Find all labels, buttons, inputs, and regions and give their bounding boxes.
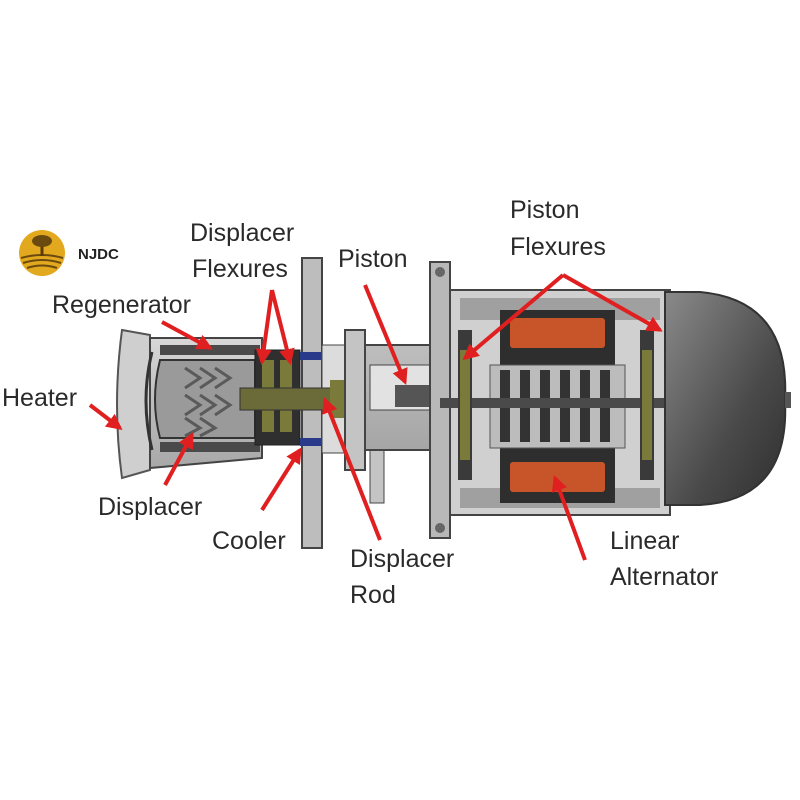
- label-piston: Piston: [338, 245, 408, 273]
- top-magnet: [510, 318, 605, 348]
- arrow-piston-flexures-right: [562, 273, 663, 332]
- label-displacer-flexures-2: Flexures: [192, 255, 288, 283]
- label-piston-flexures-1: Piston: [510, 196, 580, 224]
- arrow-displacer: [163, 432, 194, 486]
- arrow-linear-alternator: [551, 474, 587, 561]
- label-displacer-rod-1: Displacer: [350, 545, 455, 573]
- label-piston-flexures-2: Flexures: [510, 233, 606, 261]
- arrow-heater: [88, 403, 123, 430]
- label-cooler: Cooler: [212, 527, 286, 555]
- arrow-cooler: [260, 447, 302, 512]
- label-displacer-flexures-1: Displacer: [190, 219, 295, 247]
- arrow-piston: [363, 284, 408, 385]
- arrow-piston-flexures-left: [462, 273, 565, 361]
- arrow-displacer-flexures-right: [270, 289, 295, 366]
- label-linear-alternator-1: Linear: [610, 527, 680, 555]
- arrow-displacer-flexures-left: [255, 289, 274, 366]
- label-linear-alternator-2: Alternator: [610, 563, 719, 591]
- label-regenerator: Regenerator: [52, 291, 191, 319]
- tree-sun-logo-icon: [19, 230, 65, 276]
- label-displacer-rod-2: Rod: [350, 581, 396, 609]
- label-displacer: Displacer: [98, 493, 203, 521]
- logo-text: NJDC: [78, 246, 119, 263]
- arrow-regenerator: [161, 320, 213, 350]
- label-heater: Heater: [2, 384, 78, 412]
- arrow-displacer-rod: [322, 397, 382, 541]
